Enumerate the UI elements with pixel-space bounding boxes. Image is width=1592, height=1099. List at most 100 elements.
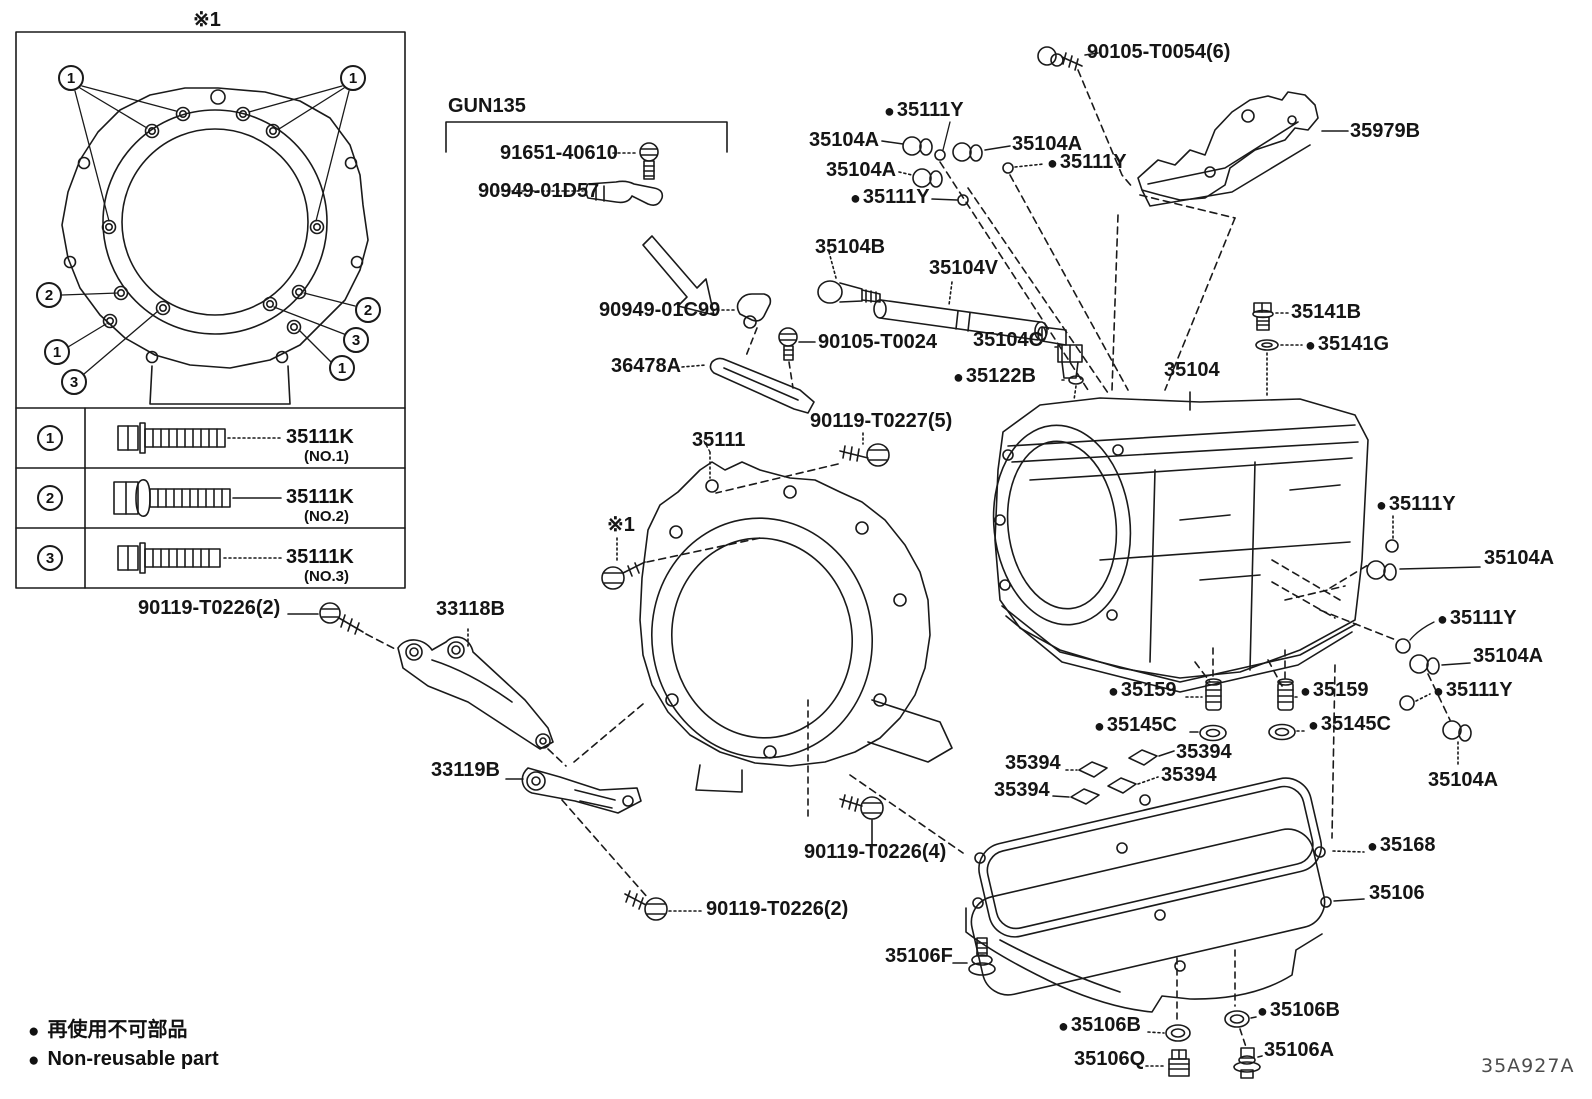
part-label-35106Q-44: 35106Q xyxy=(1074,1049,1145,1069)
part-number-text: 35106B xyxy=(1269,999,1340,1021)
part-number-text: 35394 xyxy=(1161,764,1217,786)
callout-circle-1-3: 1 xyxy=(44,339,70,365)
part-label-90105T0024-5: 90105-T0024 xyxy=(818,332,937,352)
legend-callout-1: 1 xyxy=(37,425,63,451)
part-label-35104A-34: 35104A xyxy=(1428,770,1498,790)
non-reusable-bullet-icon: ● xyxy=(1376,495,1387,515)
callout-circle-1-7: 1 xyxy=(329,355,355,381)
o-ring-35111Y-2 xyxy=(1002,162,1014,174)
part-number-text: 35104A xyxy=(1473,645,1544,667)
legend-part-sub-1: (NO.2) xyxy=(304,508,349,525)
part-label-35104A-14: 35104A xyxy=(826,160,896,180)
part-number-text: GUN135 xyxy=(448,95,526,117)
rear-case-gasket-drawing xyxy=(61,85,369,405)
legend-part-sub-2: (NO.3) xyxy=(304,568,349,585)
legend-non-reusable-jp: ●再使用不可部品 xyxy=(28,1019,188,1042)
part-number-text: 33119B xyxy=(431,759,500,781)
non-reusable-bullet-icon: ● xyxy=(1257,1001,1268,1021)
part-label-35394-38: 35394 xyxy=(994,780,1050,800)
callout-circle-2-2: 2 xyxy=(36,282,62,308)
part-label-90105T00546-10: 90105-T0054(6) xyxy=(1087,42,1230,62)
inset-box-frame xyxy=(15,31,406,589)
legend-bolt-row-1 xyxy=(117,422,282,454)
part-number-text: 35111Y xyxy=(1445,679,1513,701)
legend-callout-2: 2 xyxy=(37,485,63,511)
gasket-bolt-holes xyxy=(63,89,364,364)
part-label-35104C-20: 35104C xyxy=(973,330,1043,350)
part-label-35104A-26: 35104A xyxy=(1484,548,1554,568)
part-number-text: 90119-T0226(2) xyxy=(138,597,281,619)
right-fitting-chain xyxy=(1319,515,1481,767)
part-label-35111Y-27: ●35111Y xyxy=(1437,608,1517,628)
callout-circle-2-5: 2 xyxy=(355,297,381,323)
part-label-35106-40: 35106 xyxy=(1369,883,1425,903)
big-arrow-icon xyxy=(642,235,715,316)
legend-bolt-row-2 xyxy=(113,479,282,517)
part-label-9094901D57-3: 90949-01D57 xyxy=(478,181,599,201)
part-label-35394-35: 35394 xyxy=(1005,753,1061,773)
leader-35111Y-2 xyxy=(1014,163,1045,168)
seal-35145C-left xyxy=(1189,724,1227,742)
accumulator-piston-35159-left xyxy=(1185,647,1222,711)
callout-leader-lines xyxy=(61,85,356,375)
part-number-text: 35106 xyxy=(1369,882,1425,904)
part-label-35141G-24: ●35141G xyxy=(1305,334,1389,354)
part-label-33118B-47: 33118B xyxy=(436,599,505,619)
oil-pan-gasket-35168 xyxy=(974,777,1365,938)
part-label-GUN135-1: GUN135 xyxy=(448,96,526,116)
part-label-36478A-6: 36478A xyxy=(611,356,681,376)
part-number-text: 35394 xyxy=(1176,741,1232,763)
part-number-text: 35104A xyxy=(826,159,897,181)
legend-part-sub-0: (NO.1) xyxy=(304,448,349,465)
bolt-90105-T0054 xyxy=(1037,46,1134,189)
legend-non-reusable-en: ●Non-reusable part xyxy=(28,1048,219,1071)
part-label-35106A-45: 35106A xyxy=(1264,1040,1334,1060)
part-number-text: 35104A xyxy=(809,129,880,151)
part-number-text: 35111Y xyxy=(862,186,930,208)
legend-part-number-1: 35111K xyxy=(286,486,354,508)
transmission-case-35104 xyxy=(849,391,1369,854)
part-label-1-9: ※1 xyxy=(607,515,635,535)
legend-bolt-row-3 xyxy=(117,542,282,574)
bolt-90119-T0226-4 xyxy=(807,699,884,849)
tube-35104V xyxy=(873,281,1048,341)
bolt-ref-note-1 xyxy=(601,537,761,590)
non-reusable-bullet-icon: ● xyxy=(953,367,964,387)
misc-leader-lines xyxy=(703,440,711,453)
part-label-35145C-33: ●35145C xyxy=(1308,714,1391,734)
part-label-35104V-19: 35104V xyxy=(929,258,998,278)
part-label-1-0: ※1 xyxy=(193,10,221,30)
bolt-91651-40610 xyxy=(612,142,659,180)
part-label-35104B-18: 35104B xyxy=(815,237,885,257)
non-reusable-bullet-icon: ● xyxy=(1433,681,1444,701)
part-label-35106B-43: ●35106B xyxy=(1257,1000,1340,1020)
o-ring-35111Y-3 xyxy=(957,194,969,206)
part-label-35159-29: ●35159 xyxy=(1108,680,1177,700)
bolt-90119-T0226-top xyxy=(287,602,398,651)
o-ring-35111Y-1 xyxy=(934,149,946,161)
part-label-35111Y-15: ●35111Y xyxy=(1047,152,1127,172)
part-label-90119T02275-8: 90119-T0227(5) xyxy=(810,411,952,431)
non-reusable-bullet-icon: ● xyxy=(1308,715,1319,735)
non-reusable-bullet-icon: ● xyxy=(1300,681,1311,701)
non-reusable-bullet-icon: ● xyxy=(884,101,895,121)
callout-circle-1-1: 1 xyxy=(340,65,366,91)
part-label-33119B-48: 33119B xyxy=(431,760,500,780)
non-reusable-bullet-icon: ● xyxy=(1047,153,1058,173)
part-number-text: 35122B xyxy=(965,365,1036,387)
legend-part-number-2: 35111K xyxy=(286,546,354,568)
non-reusable-bullet-icon: ● xyxy=(1367,836,1378,856)
oil-pan-35106 xyxy=(965,828,1365,1013)
part-label-9094901C99-4: 90949-01C99 xyxy=(599,300,720,320)
leader-35111Y-3 xyxy=(931,198,958,201)
part-number-text: 35111Y xyxy=(1059,151,1127,173)
callout-circle-1-0: 1 xyxy=(58,65,84,91)
gun135-bracket-line xyxy=(445,121,728,153)
callout-circle-3-4: 3 xyxy=(61,369,87,395)
seal-35145C-right xyxy=(1268,723,1307,741)
part-number-text: 35168 xyxy=(1379,834,1436,856)
part-number-text: 35106Q xyxy=(1074,1048,1146,1070)
non-reusable-bullet-icon: ● xyxy=(1058,1016,1069,1036)
